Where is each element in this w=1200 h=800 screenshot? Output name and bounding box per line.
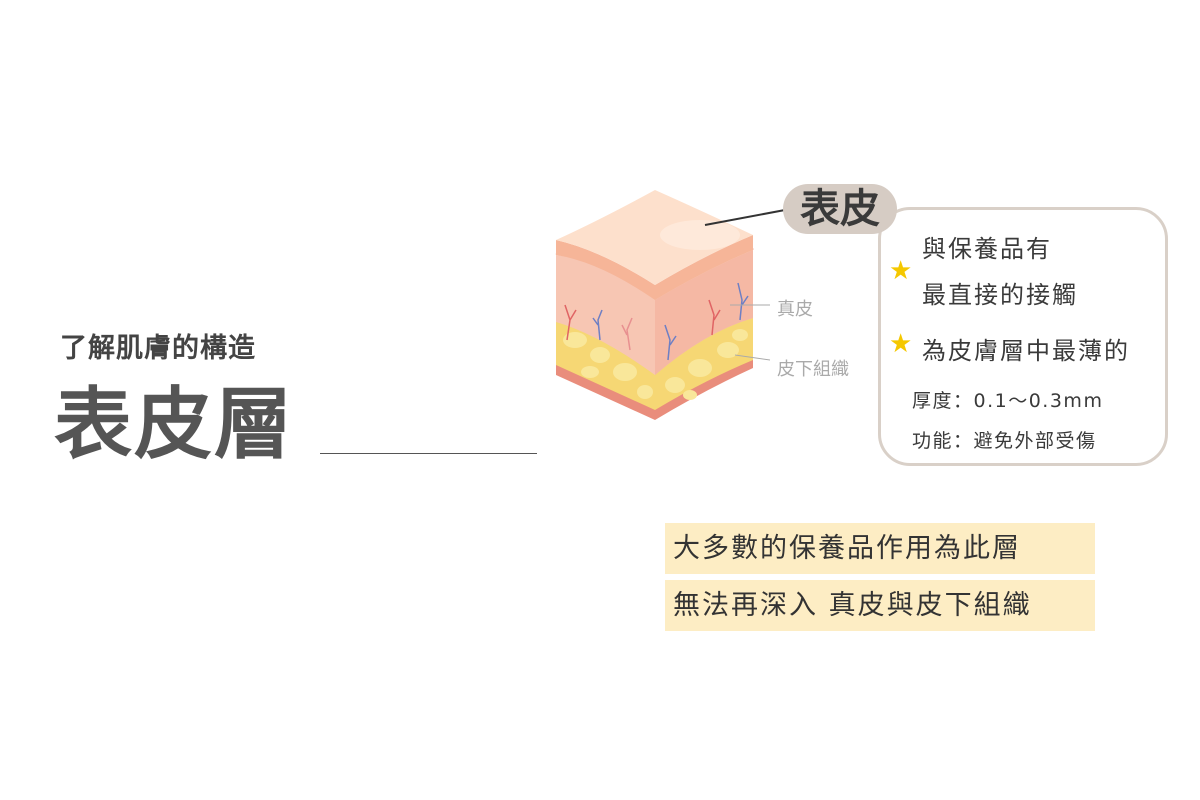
point-1-line-1: 與保養品有 xyxy=(922,235,1052,263)
info-box xyxy=(878,207,1168,466)
subtitle: 了解肌膚的構造 xyxy=(60,333,256,364)
highlight-line-1: 大多數的保養品作用為此層 xyxy=(665,523,1095,574)
title-underline xyxy=(320,453,537,454)
epidermis-callout: 表皮 xyxy=(783,184,897,234)
dermis-label: 真皮 xyxy=(777,299,813,320)
thickness-text: 厚度：0.1～0.3mm xyxy=(912,390,1104,412)
point-1-line-2: 最直接的接觸 xyxy=(922,281,1078,309)
point-2-line-1: 為皮膚層中最薄的 xyxy=(922,337,1130,365)
function-text: 功能：避免外部受傷 xyxy=(912,430,1097,452)
highlight-line-2: 無法再深入 真皮與皮下組織 xyxy=(665,580,1095,631)
star-icon: ★ xyxy=(889,256,913,286)
subcutaneous-label: 皮下組織 xyxy=(777,359,849,380)
page-title: 表皮層 xyxy=(54,379,295,470)
star-icon: ★ xyxy=(889,329,913,359)
skin-layers-illustration xyxy=(555,190,786,420)
